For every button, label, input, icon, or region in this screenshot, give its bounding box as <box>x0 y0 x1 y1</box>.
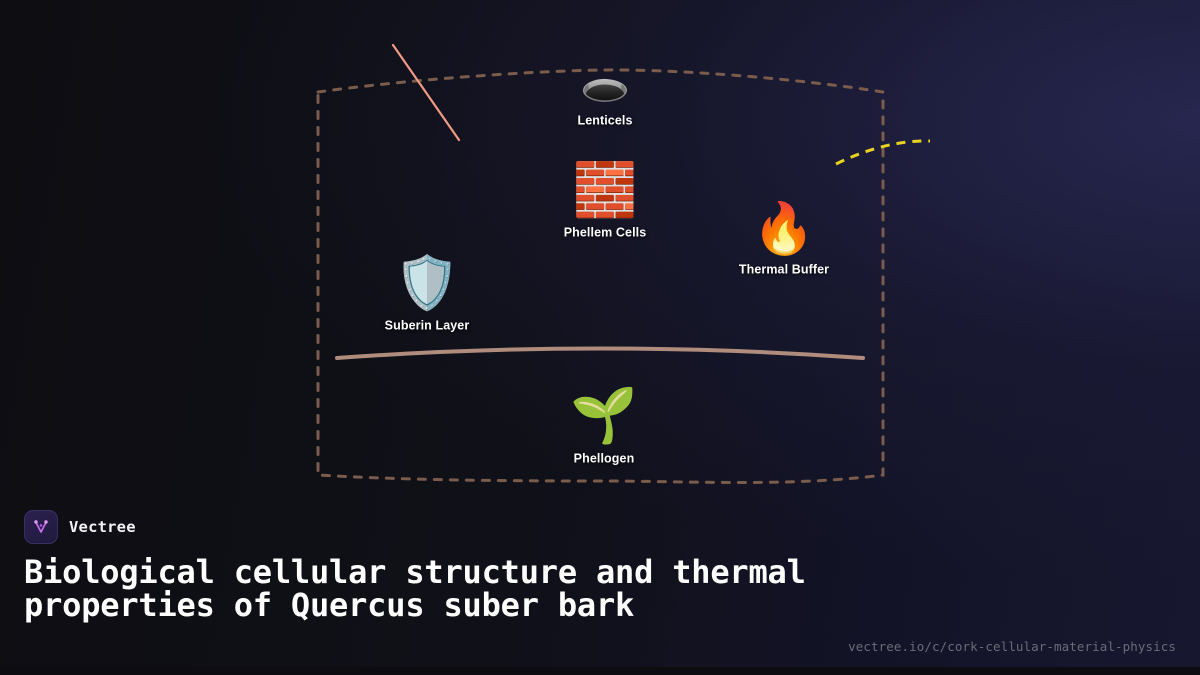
vectree-logo-badge <box>24 510 58 544</box>
yellow-dashed-connector <box>835 139 931 166</box>
cork-bark-boundary <box>316 68 885 484</box>
diagram-node-thermal-buffer[interactable]: 🔥 Thermal Buffer <box>739 204 829 277</box>
fire-icon: 🔥 <box>752 199 816 258</box>
brand-name: Vectree <box>69 518 136 536</box>
seedling-icon: 🌱 <box>570 383 638 447</box>
hole-icon: 🕳️ <box>580 61 630 108</box>
diagram-canvas: 🕳️ Lenticels 🧱 Phellem Cells 🔥 Thermal B… <box>316 43 931 484</box>
page-title: Biological cellular structure and therma… <box>24 553 806 625</box>
coral-diagonal-connector <box>391 43 461 142</box>
brown-arc-connector <box>335 346 865 360</box>
diagram-node-label: Lenticels <box>577 113 633 128</box>
footer: Vectree Biological cellular structure an… <box>0 500 1200 675</box>
diagram-node-label: Suberin Layer <box>384 318 470 333</box>
brand: Vectree <box>24 510 1176 544</box>
diagram-vectors <box>316 43 931 484</box>
diagram-node-phellogen[interactable]: 🌱 Phellogen <box>570 383 638 466</box>
diagram-node-label: Thermal Buffer <box>738 262 830 277</box>
vectree-v-logo-icon <box>34 520 48 533</box>
shield-icon: 🛡️ <box>394 253 460 314</box>
bottom-strip <box>0 667 1200 675</box>
diagram-node-lenticels[interactable]: 🕳️ Lenticels <box>577 65 632 128</box>
diagram-node-suberin-layer[interactable]: 🛡️ Suberin Layer <box>385 258 470 333</box>
brick-icon: 🧱 <box>572 160 638 221</box>
diagram-node-phellem-cells[interactable]: 🧱 Phellem Cells <box>564 165 647 240</box>
source-url: vectree.io/c/cork-cellular-material-phys… <box>848 639 1176 654</box>
diagram-node-label: Phellogen <box>573 451 635 466</box>
diagram-node-label: Phellem Cells <box>563 225 647 240</box>
